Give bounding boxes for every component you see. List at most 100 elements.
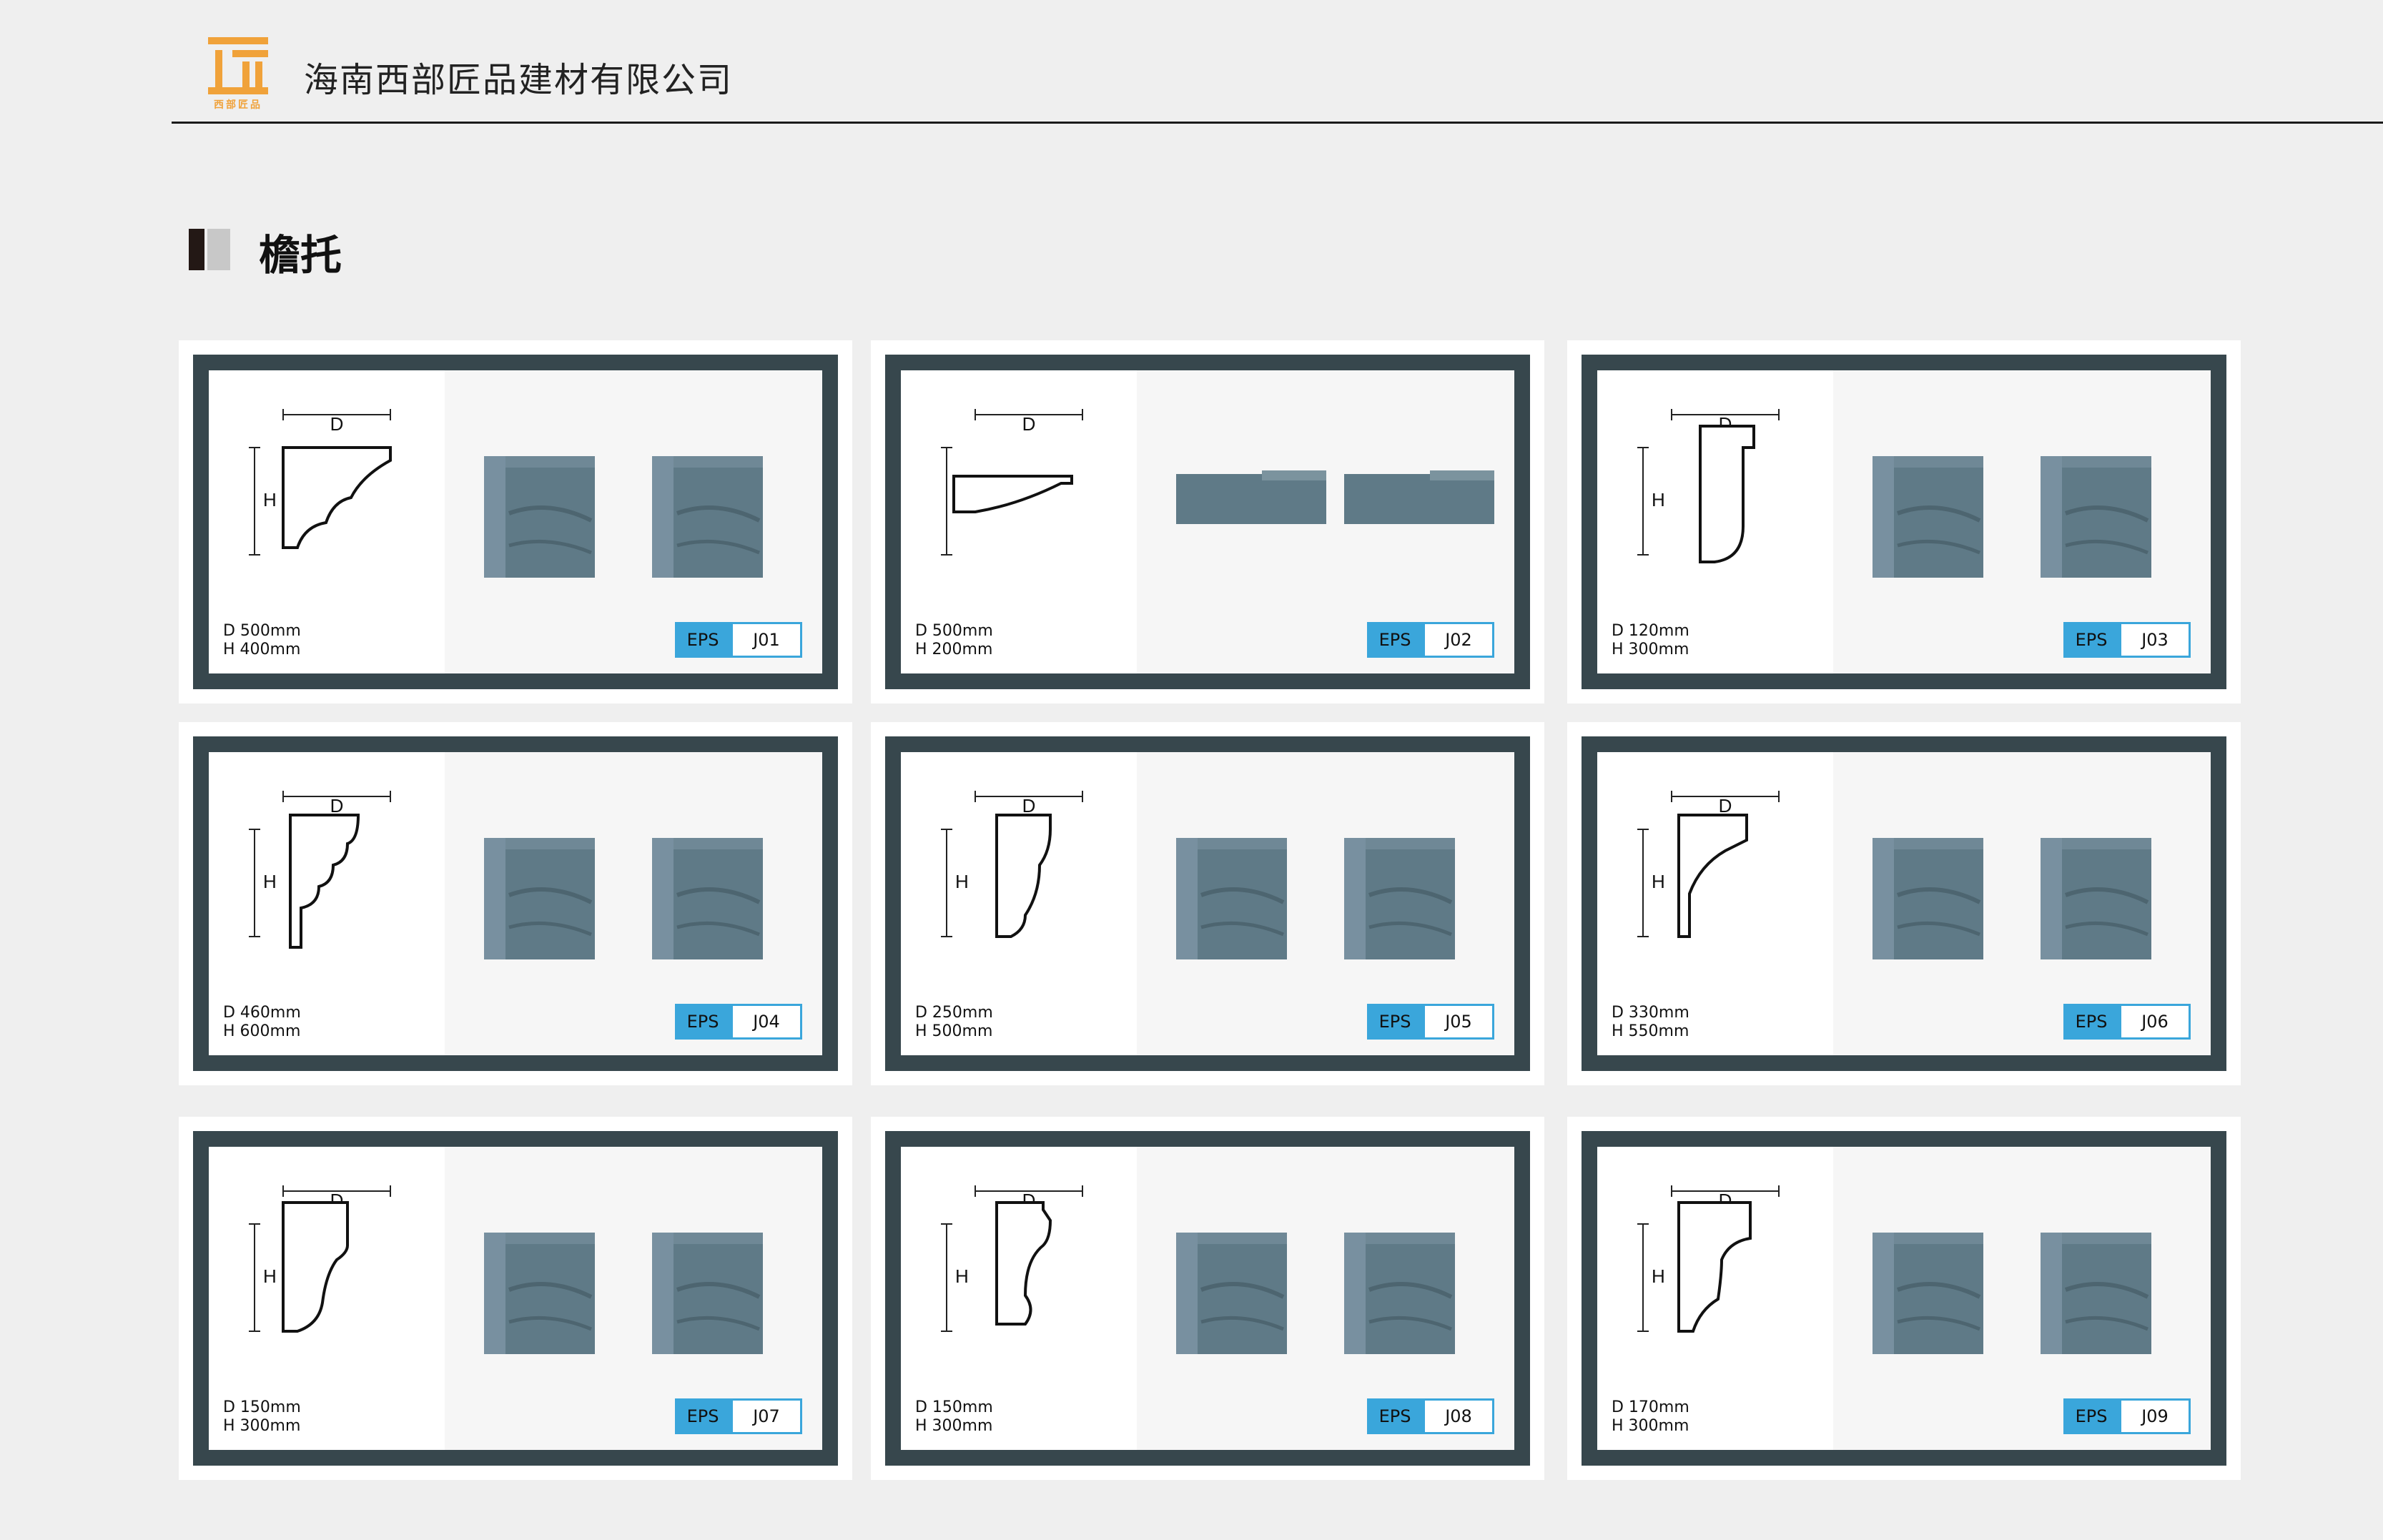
height-value: H 500mm bbox=[915, 1022, 993, 1040]
profile-outline bbox=[995, 814, 1052, 938]
depth-label: D bbox=[330, 795, 344, 816]
product-render bbox=[1176, 838, 1287, 959]
product-card-j02[interactable]: DH D 500mm H 200mm EPS J02 bbox=[871, 340, 1544, 704]
profile-diagram: DH bbox=[249, 1185, 391, 1333]
product-render bbox=[1873, 1233, 1983, 1354]
dimensions: D 500mm H 200mm bbox=[915, 622, 993, 659]
profile-outline bbox=[1677, 1201, 1752, 1333]
profile-outline bbox=[995, 1201, 1052, 1326]
product-renders bbox=[484, 1233, 763, 1354]
height-value: H 300mm bbox=[1612, 641, 1689, 658]
card-frame: DH D 500mm H 200mm EPS J02 bbox=[885, 355, 1530, 689]
product-renders bbox=[1873, 838, 2151, 959]
depth-value: D 250mm bbox=[915, 1004, 993, 1022]
product-render bbox=[484, 456, 595, 578]
dimensions: D 500mm H 400mm bbox=[223, 622, 301, 659]
height-value: H 550mm bbox=[1612, 1022, 1689, 1040]
depth-value: D 330mm bbox=[1612, 1004, 1689, 1022]
height-label: H bbox=[1652, 489, 1665, 510]
height-label: H bbox=[263, 1265, 277, 1287]
dimensions: D 250mm H 500mm bbox=[915, 1004, 993, 1041]
depth-value: D 500mm bbox=[223, 622, 301, 640]
profile-outline bbox=[282, 446, 392, 549]
product-code: J05 bbox=[1423, 1004, 1494, 1040]
profile-diagram: DH bbox=[249, 409, 392, 556]
height-value: H 300mm bbox=[1612, 1417, 1689, 1435]
profile-diagram: DH bbox=[1637, 409, 1780, 563]
material-label: EPS bbox=[1367, 1398, 1423, 1434]
dimensions: D 460mm H 600mm bbox=[223, 1004, 301, 1041]
height-label: H bbox=[263, 489, 277, 510]
height-value: H 300mm bbox=[915, 1417, 993, 1435]
profile-outline bbox=[952, 475, 1073, 513]
depth-value: D 500mm bbox=[915, 622, 993, 640]
height-label: H bbox=[955, 1265, 969, 1287]
profile-outline bbox=[282, 1201, 349, 1333]
product-renders bbox=[1176, 1233, 1455, 1354]
product-code: J01 bbox=[731, 622, 802, 658]
profile-diagram: DH bbox=[249, 791, 391, 949]
product-render bbox=[484, 838, 595, 959]
depth-value: D 150mm bbox=[223, 1398, 301, 1416]
profile-diagram: DH bbox=[941, 791, 1083, 938]
section-marker bbox=[189, 229, 204, 270]
product-renders bbox=[1873, 456, 2151, 578]
height-value: H 400mm bbox=[223, 641, 301, 658]
material-label: EPS bbox=[2063, 622, 2119, 658]
product-render bbox=[1873, 456, 1983, 578]
height-value: H 300mm bbox=[223, 1417, 301, 1435]
depth-label: D bbox=[330, 413, 344, 435]
product-render bbox=[1344, 470, 1494, 524]
product-code: J02 bbox=[1423, 622, 1494, 658]
product-render bbox=[652, 1233, 763, 1354]
product-render bbox=[2041, 1233, 2151, 1354]
material-label: EPS bbox=[2063, 1398, 2119, 1434]
product-tag: EPS J06 bbox=[2063, 1004, 2191, 1040]
dimensions: D 330mm H 550mm bbox=[1612, 1004, 1689, 1041]
product-render bbox=[1344, 838, 1455, 959]
company-logo: 西部匠品 bbox=[205, 34, 271, 111]
dimensions: D 150mm H 300mm bbox=[223, 1398, 301, 1436]
company-name: 海南西部匠品建材有限公司 bbox=[304, 60, 734, 100]
profile-diagram: DH bbox=[1637, 791, 1780, 938]
profile-diagram: DH bbox=[1637, 1185, 1780, 1333]
height-label: H bbox=[1652, 871, 1665, 892]
height-label: H bbox=[263, 871, 277, 892]
product-tag: EPS J09 bbox=[2063, 1398, 2191, 1434]
product-code: J07 bbox=[731, 1398, 802, 1434]
product-render bbox=[1176, 1233, 1287, 1354]
profile-diagram: DH bbox=[941, 1185, 1083, 1332]
height-value: H 600mm bbox=[223, 1022, 301, 1040]
product-tag: EPS J03 bbox=[2063, 622, 2191, 658]
material-label: EPS bbox=[675, 1004, 731, 1040]
logo-text: 西部匠品 bbox=[214, 99, 262, 111]
product-code: J06 bbox=[2119, 1004, 2191, 1040]
dimensions: D 170mm H 300mm bbox=[1612, 1398, 1689, 1436]
product-code: J03 bbox=[2119, 622, 2191, 658]
product-render bbox=[652, 456, 763, 578]
product-render bbox=[1873, 838, 1983, 959]
product-code: J04 bbox=[731, 1004, 802, 1040]
profile-diagram: DH bbox=[941, 409, 1083, 556]
product-render bbox=[1176, 470, 1326, 524]
product-render bbox=[1344, 1233, 1455, 1354]
material-label: EPS bbox=[1367, 622, 1423, 658]
product-code: J09 bbox=[2119, 1398, 2191, 1434]
depth-value: D 170mm bbox=[1612, 1398, 1689, 1416]
